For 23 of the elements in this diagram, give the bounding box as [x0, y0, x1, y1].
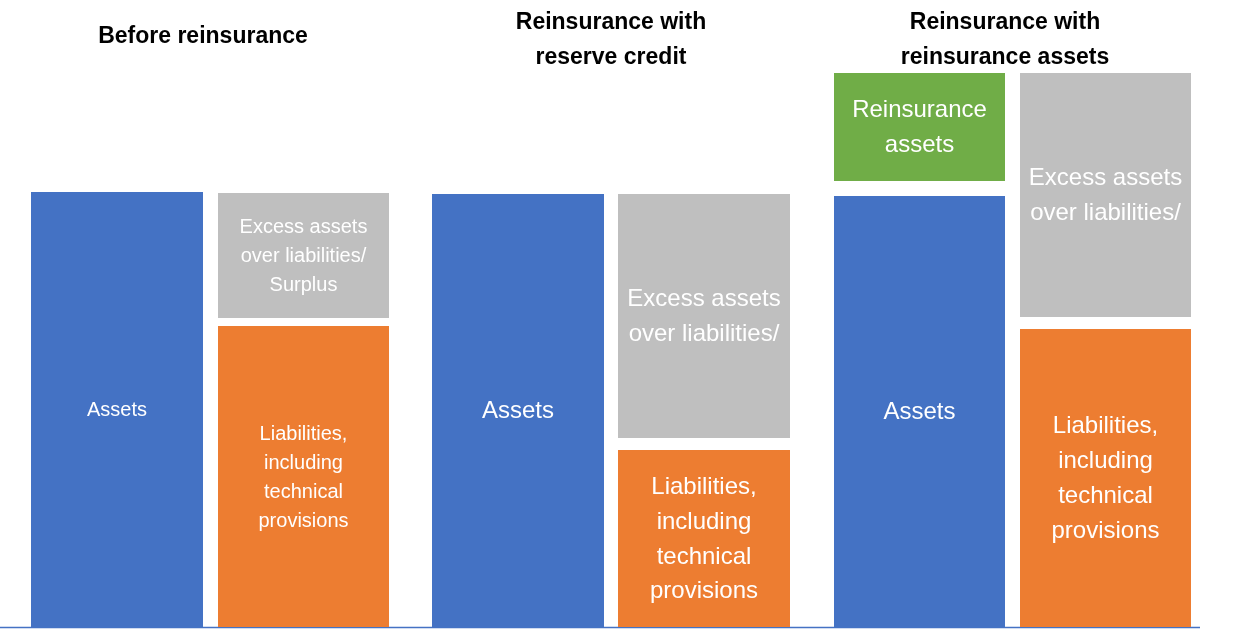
bar-label: Assets — [87, 397, 147, 422]
bar-label: Liabilities, including technical provisions — [648, 470, 759, 606]
bar-label: Liabilities, including technical provisions — [257, 420, 350, 533]
bar-label: Excess assets over liabilities/ — [1027, 162, 1184, 227]
excess-assets-bar — [218, 193, 389, 318]
excess-assets-bar — [618, 194, 790, 438]
assets-bar — [432, 194, 604, 627]
bar-label: Liabilities, including technical provisions — [1050, 410, 1161, 545]
bar-label: Assets — [482, 395, 554, 426]
bar-label: Excess assets over liabilities/ Surplus — [238, 214, 369, 297]
bar-label: Assets — [883, 396, 956, 427]
reinsurance-assets-bar — [834, 73, 1005, 181]
liabilities-bar — [618, 450, 790, 627]
assets-bar — [834, 196, 1005, 627]
assets-bar — [31, 192, 203, 627]
excess-assets-bar — [1020, 73, 1191, 317]
liabilities-bar — [218, 326, 389, 627]
panel-title: Reinsurance with reserve credit — [514, 7, 708, 71]
liabilities-bar — [1020, 329, 1191, 627]
bar-label: Excess assets over liabilities/ — [626, 283, 782, 348]
panel-title: Before reinsurance — [97, 21, 309, 50]
panel-title: Reinsurance with reinsurance assets — [899, 7, 1111, 71]
bar-label: Reinsurance assets — [851, 94, 988, 159]
